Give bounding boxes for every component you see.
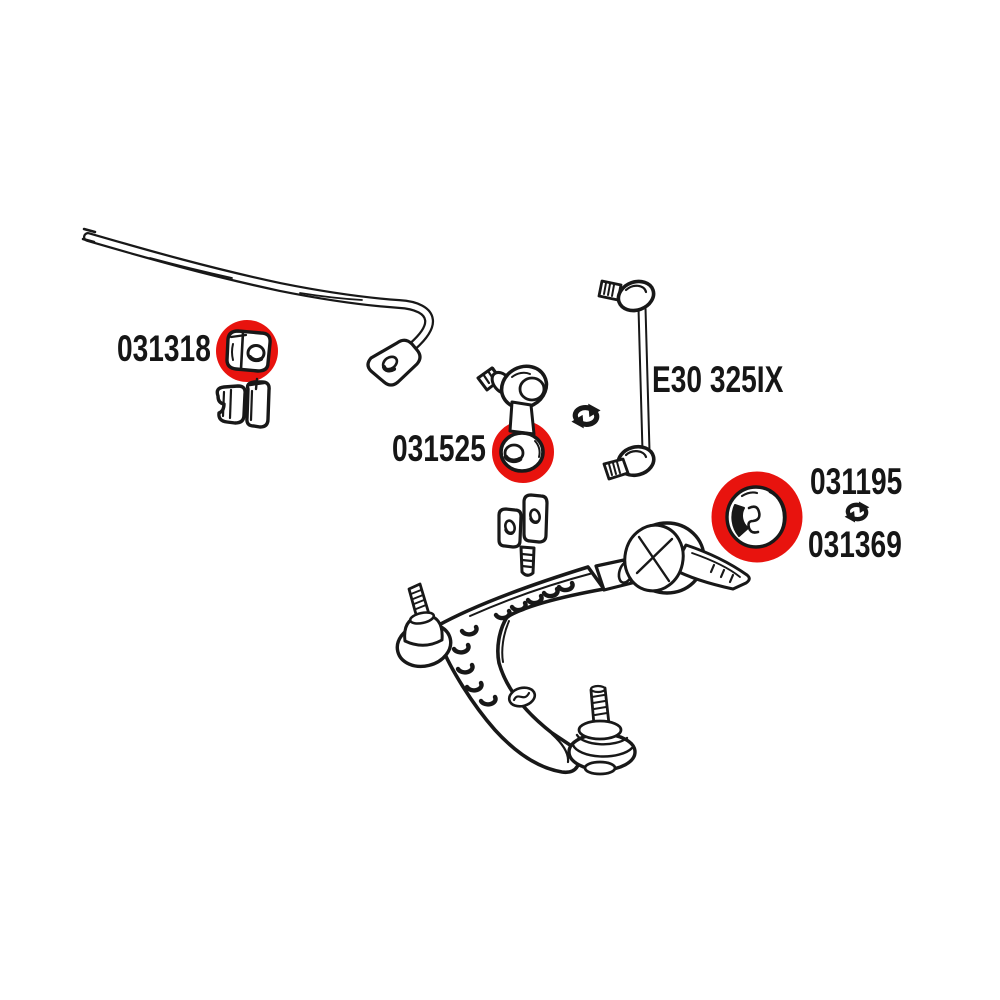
highlight-ring-031195 bbox=[711, 471, 803, 563]
sway-bar-clamp-bracket bbox=[215, 377, 271, 429]
end-link-bracket bbox=[497, 493, 549, 577]
ball-joint-rear bbox=[567, 684, 637, 776]
interchange-arrows-icon bbox=[845, 502, 870, 523]
label-part-031369: 031369 bbox=[808, 524, 902, 565]
label-part-031525: 031525 bbox=[392, 428, 486, 469]
label-part-031318: 031318 bbox=[117, 328, 211, 369]
control-arm-bushing bbox=[725, 485, 787, 549]
label-part-031195: 031195 bbox=[810, 461, 903, 502]
end-link-031525 bbox=[476, 364, 549, 473]
sway-bar bbox=[81, 227, 435, 387]
sway-bar-bushing bbox=[225, 329, 272, 373]
interchange-arrows-icon bbox=[571, 404, 600, 429]
ball-joint-front bbox=[395, 582, 453, 669]
stabilizer-link-e30 bbox=[597, 279, 656, 481]
bushing-carrier bbox=[623, 521, 751, 595]
label-model-e30-325ix: E30 325IX bbox=[652, 359, 784, 400]
